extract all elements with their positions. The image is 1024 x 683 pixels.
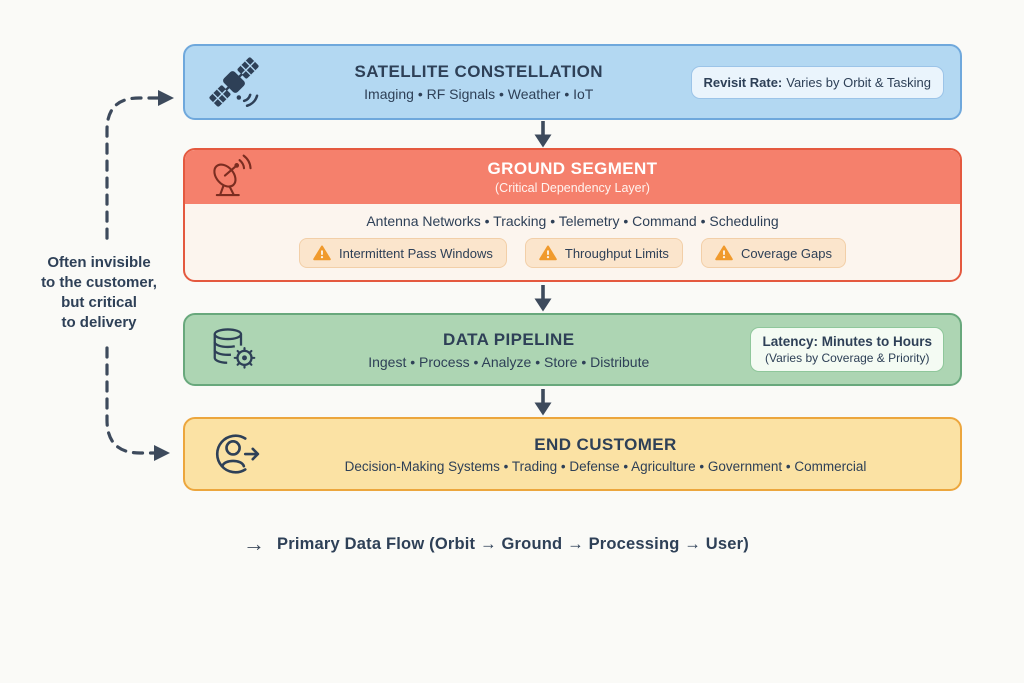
warning-chip-label: Throughput Limits [564,245,669,261]
dashed-connector [105,90,174,461]
ground-segment-box: GROUND SEGMENT (Critical Dependency Laye… [183,148,962,282]
legend: → Primary Data Flow (Orbit → Ground → Pr… [243,533,749,555]
data-pipeline-box: DATA PIPELINE Ingest • Process • Analyze… [183,313,962,386]
customer-box-subtitle: Decision-Making Systems • Trading • Defe… [344,458,867,474]
warning-chip-label: Intermittent Pass Windows [338,245,493,261]
latency-badge-title: Latency: Minutes to Hours [762,334,932,349]
warning-icon [715,245,733,261]
ground-services-list: Antenna Networks • Tracking • Telemetry … [366,213,779,229]
ground-segment-header: GROUND SEGMENT (Critical Dependency Laye… [185,150,960,204]
legend-text: Primary Data Flow (Orbit → Ground → Proc… [277,534,749,553]
warning-chip-throughput: Throughput Limits [524,238,683,268]
revisit-rate-label: Revisit Rate: [703,74,783,90]
ground-box-subtitle: (Critical Dependency Layer) [495,181,650,195]
warning-chip-label: Coverage Gaps [740,245,832,261]
warning-chip-coverage: Coverage Gaps [700,238,846,268]
person-arrow-icon [201,424,267,484]
warning-chip-pass-windows: Intermittent Pass Windows [298,238,507,268]
revisit-rate-badge: Revisit Rate:Varies by Orbit & Tasking [690,65,944,99]
customer-box-title: END CUSTOMER [534,434,677,454]
latency-badge-subtitle: (Varies by Coverage & Priority) [764,351,930,365]
dish-antenna-icon [203,152,255,209]
database-gear-icon [201,322,267,378]
flow-arrow-down-2 [534,285,552,312]
annotation-line: but critical [61,294,137,311]
satellite-box-title: SATELLITE CONSTELLATION [354,62,603,81]
revisit-rate-value: Varies by Orbit & Tasking [786,74,931,90]
pipeline-box-subtitle: Ingest • Process • Analyze • Store • Dis… [368,353,650,370]
annotation-line: to delivery [61,314,137,331]
flow-arrow-down-3 [534,389,552,416]
pipeline-box-title: DATA PIPELINE [443,329,575,349]
legend-arrow-icon: → [243,531,265,556]
end-customer-box: END CUSTOMER Decision-Making Systems • T… [183,417,962,491]
ground-box-title: GROUND SEGMENT [487,159,658,178]
annotation-line: Often invisible [47,254,151,271]
flow-arrow-down-1 [534,121,552,148]
satellite-constellation-box: SATELLITE CONSTELLATION Imaging • RF Sig… [183,44,962,120]
warning-icon [313,245,331,261]
ground-segment-body: Antenna Networks • Tracking • Telemetry … [185,204,960,268]
satellite-box-subtitle: Imaging • RF Signals • Weather • IoT [364,86,594,102]
warning-icon [539,245,557,261]
side-annotation: Often invisible to the customer, but cri… [8,253,190,333]
annotation-line: to the customer, [41,274,157,291]
latency-badge: Latency: Minutes to Hours (Varies by Cov… [750,327,944,372]
satellite-icon [201,51,267,113]
